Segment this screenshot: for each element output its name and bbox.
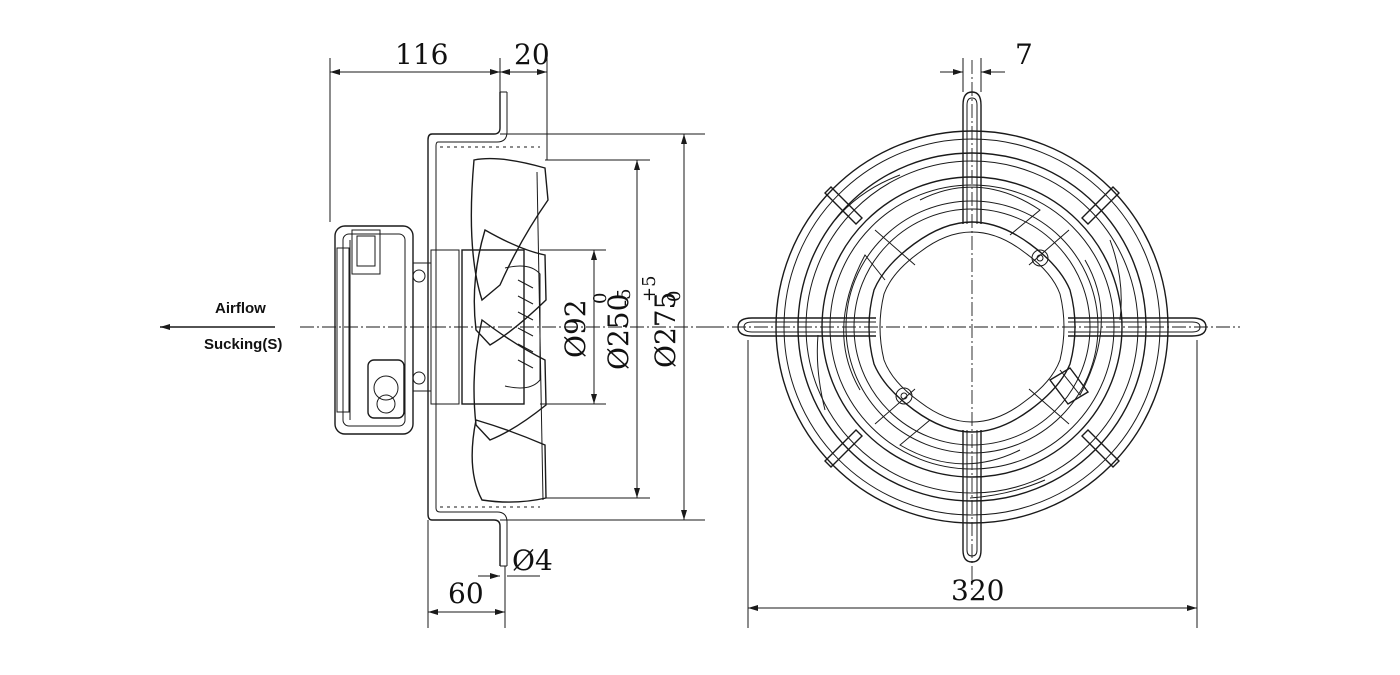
guard-struts [824,186,1120,468]
dim-hub-dia-text: Ø92 [559,299,592,358]
impeller-hub [461,249,541,405]
dim-motor-length: 116 [329,38,501,222]
side-view: Airflow Sucking(S) [160,38,720,628]
dim-outer-dia-text: Ø275 [649,292,682,368]
motor-body [334,225,460,435]
dim-bolt-width: 7 [940,38,1033,92]
dim-bolt-width-text: 7 [1015,38,1033,71]
dim-hole-dia-text: Ø4 [512,544,553,577]
dim-bracket-depth-text: 60 [448,577,484,610]
mounting-bar-vertical [962,91,982,563]
airflow-label: Airflow [215,300,266,317]
dim-outer-tol-upper: +5 [639,275,660,302]
dim-venturi-tol-lower: -5 [614,288,635,306]
dim-flange-offset: 20 [500,38,550,160]
impeller-blades [470,157,549,503]
front-view: 7 320 [710,38,1240,628]
dim-hole-dia: Ø4 [478,544,553,579]
dim-venturi-dia-text: Ø250 [602,294,635,370]
guard-rings [775,130,1169,524]
dim-bracket-depth: 60 [427,520,506,628]
dim-hub-dia: Ø92 [540,249,606,405]
dim-outer-tol-lower: 0 [664,291,685,302]
dim-motor-length-text: 116 [395,38,448,71]
dim-overall-width-text: 320 [951,574,1004,607]
mounting-bar-horizontal [737,317,1207,337]
dim-venturi-tol-upper: 0 [590,293,611,304]
dim-flange-offset-text: 20 [514,38,550,71]
dim-overall-width: 320 [747,340,1198,628]
motor-plate [868,221,1090,433]
dim-outer-dia: Ø275 +5 0 [500,133,705,521]
venturi-ring [427,91,540,567]
sucking-label: Sucking(S) [204,336,282,353]
dim-venturi-dia: Ø250 0 -5 [545,159,650,499]
